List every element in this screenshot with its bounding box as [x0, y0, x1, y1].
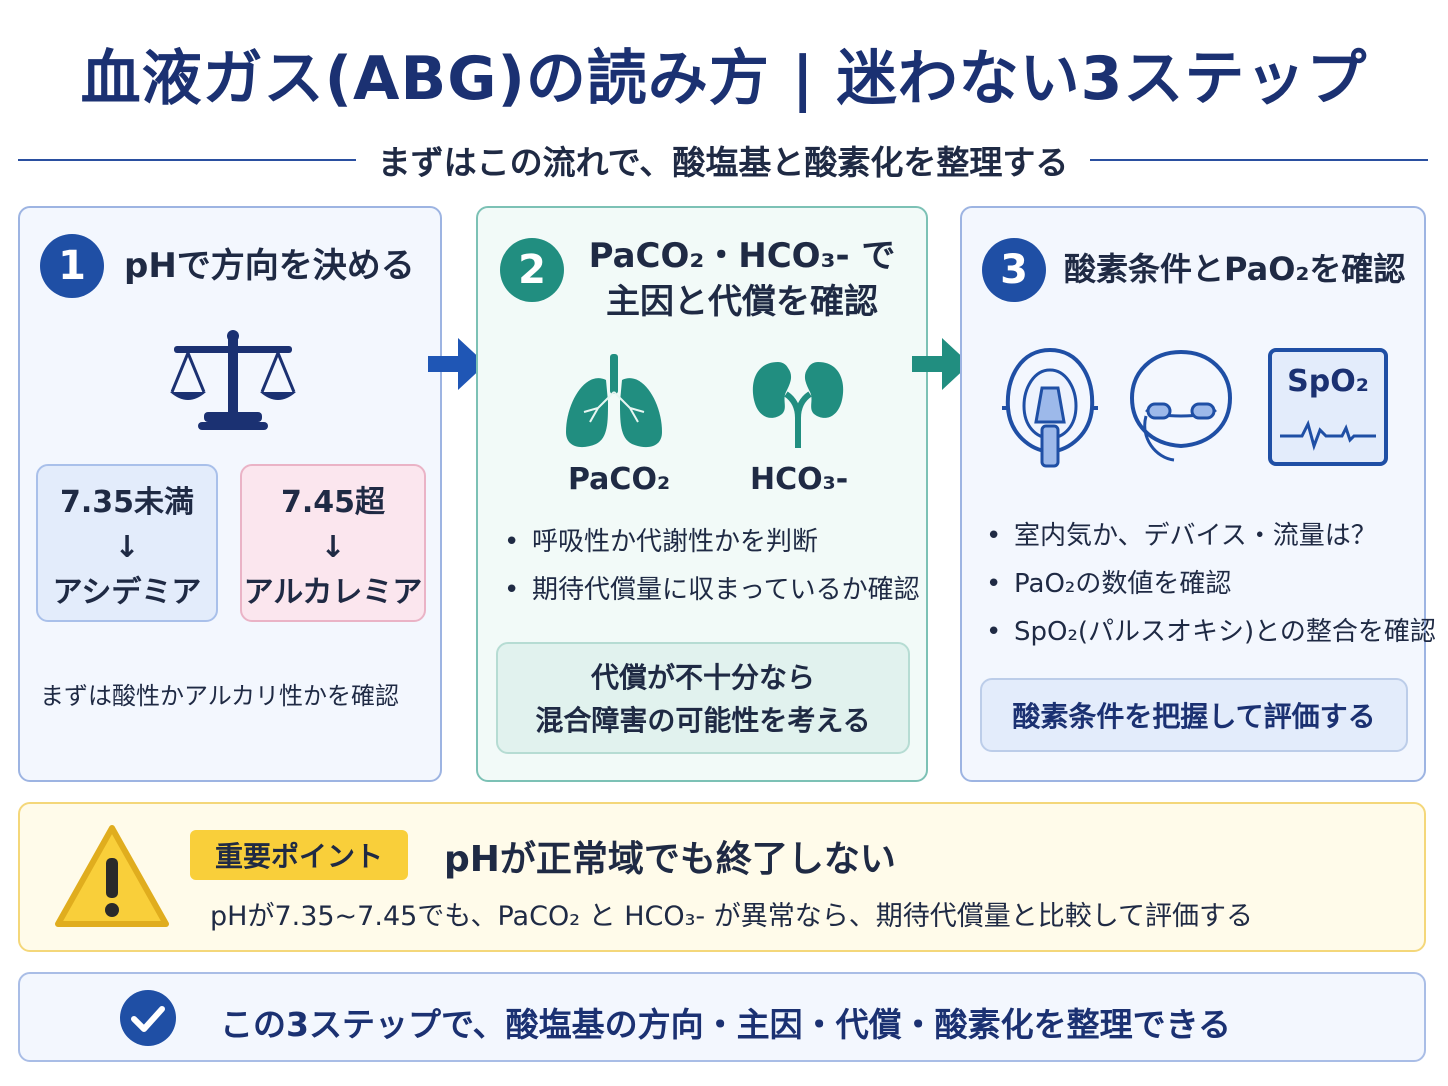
important-heading: pHが正常域でも終了しない [444, 839, 896, 880]
step3-bullet-list: 室内気か、デバイス・流量は？ PaO₂の数値を確認 SpO₂(パルスオキシ)との… [986, 512, 1436, 656]
step2-callout-line1: 代償が不十分なら [590, 661, 815, 694]
page-title: 血液ガス(ABG)の読み方 | 迷わない3ステップ [80, 44, 1368, 114]
oxygen-mask-icon [1002, 347, 1098, 468]
spo2-monitor-label: SpO₂ [1287, 364, 1369, 399]
step1-note: まずは酸性かアルカリ性かを確認 [40, 682, 400, 710]
step2-callout-line2: 混合障害の可能性を考える [535, 704, 871, 738]
alkalemia-value: 7.45超 [280, 485, 386, 520]
warning-icon [55, 825, 169, 927]
list-item: SpO₂(パルスオキシ)との整合を確認 [986, 608, 1436, 656]
list-item: 期待代償量に収まっているか確認 [504, 566, 920, 614]
step2-heading-line1: PaCO₂・HCO₃- で [588, 236, 896, 276]
divider-left [18, 159, 356, 161]
divider-right [1090, 159, 1429, 161]
nasal-cannula-icon [1129, 349, 1233, 462]
summary-panel: この3ステップで、酸塩基の方向・主因・代償・酸素化を整理できる [18, 972, 1426, 1062]
step3-number: 3 [982, 238, 1046, 302]
down-arrow-icon: ↓ [114, 530, 140, 565]
step2-heading: PaCO₂・HCO₃- で 主因と代償を確認 [584, 234, 900, 326]
important-panel: 重要ポイント pHが正常域でも終了しない pHが7.35~7.45でも、PaCO… [18, 802, 1426, 952]
kidneys-icon [752, 362, 844, 448]
step2-number: 2 [500, 238, 564, 302]
alkalemia-label: アルカレミア [243, 575, 423, 610]
subtitle: まずはこの流れで、酸塩基と酸素化を整理する [377, 143, 1069, 182]
check-circle-icon [120, 990, 176, 1046]
summary-text: この3ステップで、酸塩基の方向・主因・代償・酸素化を整理できる [220, 1005, 1231, 1044]
step3-callout: 酸素条件を把握して評価する [980, 678, 1408, 752]
step2-callout: 代償が不十分なら 混合障害の可能性を考える [496, 642, 910, 754]
alkalemia-box: 7.45超 ↓ アルカレミア [240, 464, 426, 622]
hco3-label: HCO₃- [750, 462, 849, 497]
important-badge: 重要ポイント [190, 830, 408, 880]
subtitle-row: まずはこの流れで、酸塩基と酸素化を整理する [18, 138, 1429, 182]
step2-heading-line2: 主因と代償を確認 [606, 281, 878, 322]
list-item: 室内気か、デバイス・流量は？ [986, 512, 1436, 560]
step1-heading: pHで方向を決める [124, 246, 415, 286]
pulse-wave-icon [1280, 419, 1376, 451]
acidemia-value: 7.35未満 [59, 485, 195, 520]
step2-card: 2 PaCO₂・HCO₃- で 主因と代償を確認 PaCO₂ HCO₃- 呼吸性… [476, 206, 928, 782]
step3-card: 3 酸素条件とPaO₂を確認 SpO₂ 室内気か、デバイス・流量は？ PaO₂の… [960, 206, 1436, 782]
step3-heading: 酸素条件とPaO₂を確認 [1064, 250, 1406, 288]
acidemia-box: 7.35未満 ↓ アシデミア [36, 464, 218, 622]
down-arrow-icon: ↓ [320, 530, 346, 565]
lungs-icon [566, 354, 662, 448]
paco2-label: PaCO₂ [568, 462, 671, 497]
acidemia-label: アシデミア [52, 575, 202, 610]
step2-bullet-list: 呼吸性か代謝性かを判断 期待代償量に収まっているか確認 [504, 518, 920, 614]
arrow-right-icon [912, 338, 970, 390]
step1-card: 1 pHで方向を決める 7.35未満 ↓ アシデミア 7.45超 ↓ アルカレミ… [18, 206, 442, 782]
balance-scale-icon [170, 330, 296, 430]
list-item: 呼吸性か代謝性かを判断 [504, 518, 920, 566]
arrow-right-icon [428, 338, 486, 390]
list-item: PaO₂の数値を確認 [986, 560, 1436, 608]
spo2-monitor-icon: SpO₂ [1268, 348, 1388, 466]
important-text: pHが7.35~7.45でも、PaCO₂ と HCO₃- が異常なら、期待代償量… [210, 901, 1253, 932]
step1-number: 1 [40, 234, 104, 298]
